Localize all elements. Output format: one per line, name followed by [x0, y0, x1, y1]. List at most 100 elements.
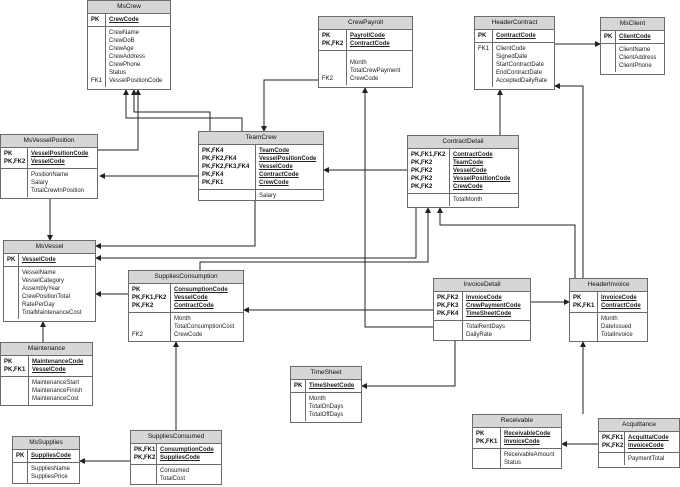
- entity-title: InvoiceDetail: [434, 279, 530, 292]
- attribute: ClientName: [619, 47, 651, 53]
- key-label: FK2: [322, 76, 334, 82]
- key-label: PK: [478, 33, 487, 39]
- key-label: [478, 53, 492, 61]
- pk-field: MaintenanceCode: [32, 359, 84, 365]
- key-label: PK,FK2: [411, 176, 433, 182]
- entity-headerinvoice: HeaderInvoice PK PK,FK1 InvoiceCode Cont…: [569, 278, 648, 342]
- attribute: TotalCrewPayment: [350, 68, 401, 74]
- key-label: PK,FK4: [202, 172, 224, 178]
- key-label: PK,FK2: [602, 443, 624, 449]
- attribute: DailyRate: [466, 332, 493, 338]
- key-label: [573, 315, 597, 323]
- key-label: [4, 187, 27, 195]
- attribute: ClientPhone: [619, 63, 652, 69]
- entity-timesheet: TimeSheet PK TimeSheetCode Month TotalOn…: [290, 366, 362, 423]
- key-label: [294, 403, 305, 411]
- entity-title: Maintenance: [1, 343, 92, 356]
- pk-field: VesselCode: [259, 164, 293, 170]
- attribute: AcceptedDailyRate: [496, 78, 548, 84]
- pk-field: ContractCode: [350, 41, 390, 47]
- attribute: MaintenanceCost: [32, 396, 79, 402]
- entity-contractdetail: ContractDetail PK,FK1,FK2 PK,FK2 PK,FK2 …: [407, 135, 519, 208]
- entity-crewpayroll: CrewPayroll PK PK,FK2 PayrollCode Contra…: [318, 16, 413, 88]
- key-label: PK,FK2: [411, 160, 433, 166]
- entity-mssupplies: MsSupplies PK SuppliesCode SuppliesName …: [12, 436, 80, 484]
- attribute: Status: [109, 70, 127, 76]
- entity-title: MsClient: [601, 18, 664, 31]
- attribute: SignedDate: [496, 54, 528, 60]
- key-label: PK: [476, 431, 485, 437]
- attribute: TotalInvoice: [601, 332, 633, 338]
- key-label: [4, 171, 27, 179]
- key-label: PK: [604, 34, 613, 40]
- attribute: PaymentTotal: [628, 456, 665, 462]
- attribute: EndContractDate: [496, 70, 543, 76]
- attribute: MaintenanceFinish: [32, 388, 83, 394]
- attribute: CrewPositionTotal: [22, 294, 71, 300]
- attribute: TotalMaintenanceCost: [22, 310, 82, 316]
- key-label: [91, 45, 105, 53]
- attribute: SuppliesName: [31, 466, 71, 472]
- key-label: [7, 293, 18, 301]
- entity-msvessel: MsVessel PK VesselCode VesselName Vessel…: [3, 240, 96, 322]
- key-label: [91, 53, 105, 61]
- pk-field: AcquittalCode: [628, 435, 669, 441]
- pk-field: ConsumptionCode: [160, 447, 214, 453]
- pk-field: CrewCode: [453, 184, 483, 190]
- key-label: [604, 62, 615, 70]
- pk-field: PayrollCode: [350, 33, 386, 39]
- attribute: Month: [309, 396, 326, 402]
- entity-title: Receivable: [473, 415, 561, 428]
- attribute: TotalMonth: [453, 197, 483, 203]
- pk-field: VesselCode: [32, 367, 66, 373]
- key-label: PK,FK1,FK2: [132, 295, 167, 301]
- key-label: PK,FK4: [202, 148, 224, 154]
- key-label: [202, 192, 255, 200]
- key-label: [573, 323, 597, 331]
- entity-suppliesconsumed: SuppliesConsumed PK,FK1 PK,FK2 Consumpti…: [130, 430, 222, 485]
- key-label: [411, 196, 449, 204]
- key-label: PK: [91, 17, 100, 23]
- attribute: Salary: [259, 193, 277, 199]
- pk-field: CrewCode: [259, 180, 289, 186]
- key-label: PK,FK2,FK3,FK4: [202, 164, 250, 170]
- entity-title: HeaderInvoice: [570, 279, 647, 292]
- key-label: PK: [4, 151, 13, 157]
- rel-headerinvoice-headercontract: [554, 83, 584, 278]
- key-label: [437, 323, 462, 331]
- attribute: VesselCategory: [22, 278, 65, 284]
- rel-teamcrew-mscrew-2: [123, 89, 243, 131]
- pk-field: ContractCode: [496, 33, 536, 39]
- attribute: RatePerDay: [22, 302, 55, 308]
- pk-field: SuppliesCode: [160, 455, 201, 461]
- key-label: [91, 37, 105, 45]
- attribute: StartContractDate: [496, 62, 545, 68]
- pk-field: CrewCode: [109, 17, 139, 23]
- key-label: PK: [16, 453, 25, 459]
- entity-title: MsCrew: [88, 1, 170, 14]
- key-label: PK,FK2: [437, 295, 459, 301]
- key-label: [4, 179, 27, 187]
- rel-contractdetail-msvessel: [95, 208, 417, 261]
- entity-title: Acquittance: [599, 419, 679, 432]
- pk-field: InvoiceCode: [466, 295, 502, 301]
- pk-field: ClientCode: [619, 34, 651, 40]
- attribute: CrewPhone: [109, 62, 141, 68]
- pk-field: VesselPositionCode: [259, 156, 317, 162]
- pk-field: ConsumptionCode: [174, 287, 228, 293]
- pk-field: TimeSheetCode: [466, 311, 512, 317]
- key-label: [132, 323, 170, 331]
- entity-title: CrewPayroll: [319, 17, 412, 30]
- key-label: PK,FK1: [602, 435, 624, 441]
- rel-invoicedetail-crewpayroll: [362, 87, 433, 328]
- entity-title: MsVesselPosition: [1, 135, 97, 148]
- key-label: [16, 465, 27, 473]
- rel-crewpayroll-teamcrew: [261, 79, 318, 132]
- key-label: PK,FK2: [4, 159, 26, 165]
- pk-field: InvoiceCode: [601, 295, 637, 301]
- attribute: CrewDoB: [109, 38, 135, 44]
- key-label: PK: [294, 383, 303, 389]
- pk-field: TeamCode: [453, 160, 484, 166]
- pk-field: VesselPositionCode: [31, 151, 89, 157]
- entity-invoicedetail: InvoiceDetail PK,FK2 PK,FK3 PK,FK4 Invoi…: [433, 278, 531, 341]
